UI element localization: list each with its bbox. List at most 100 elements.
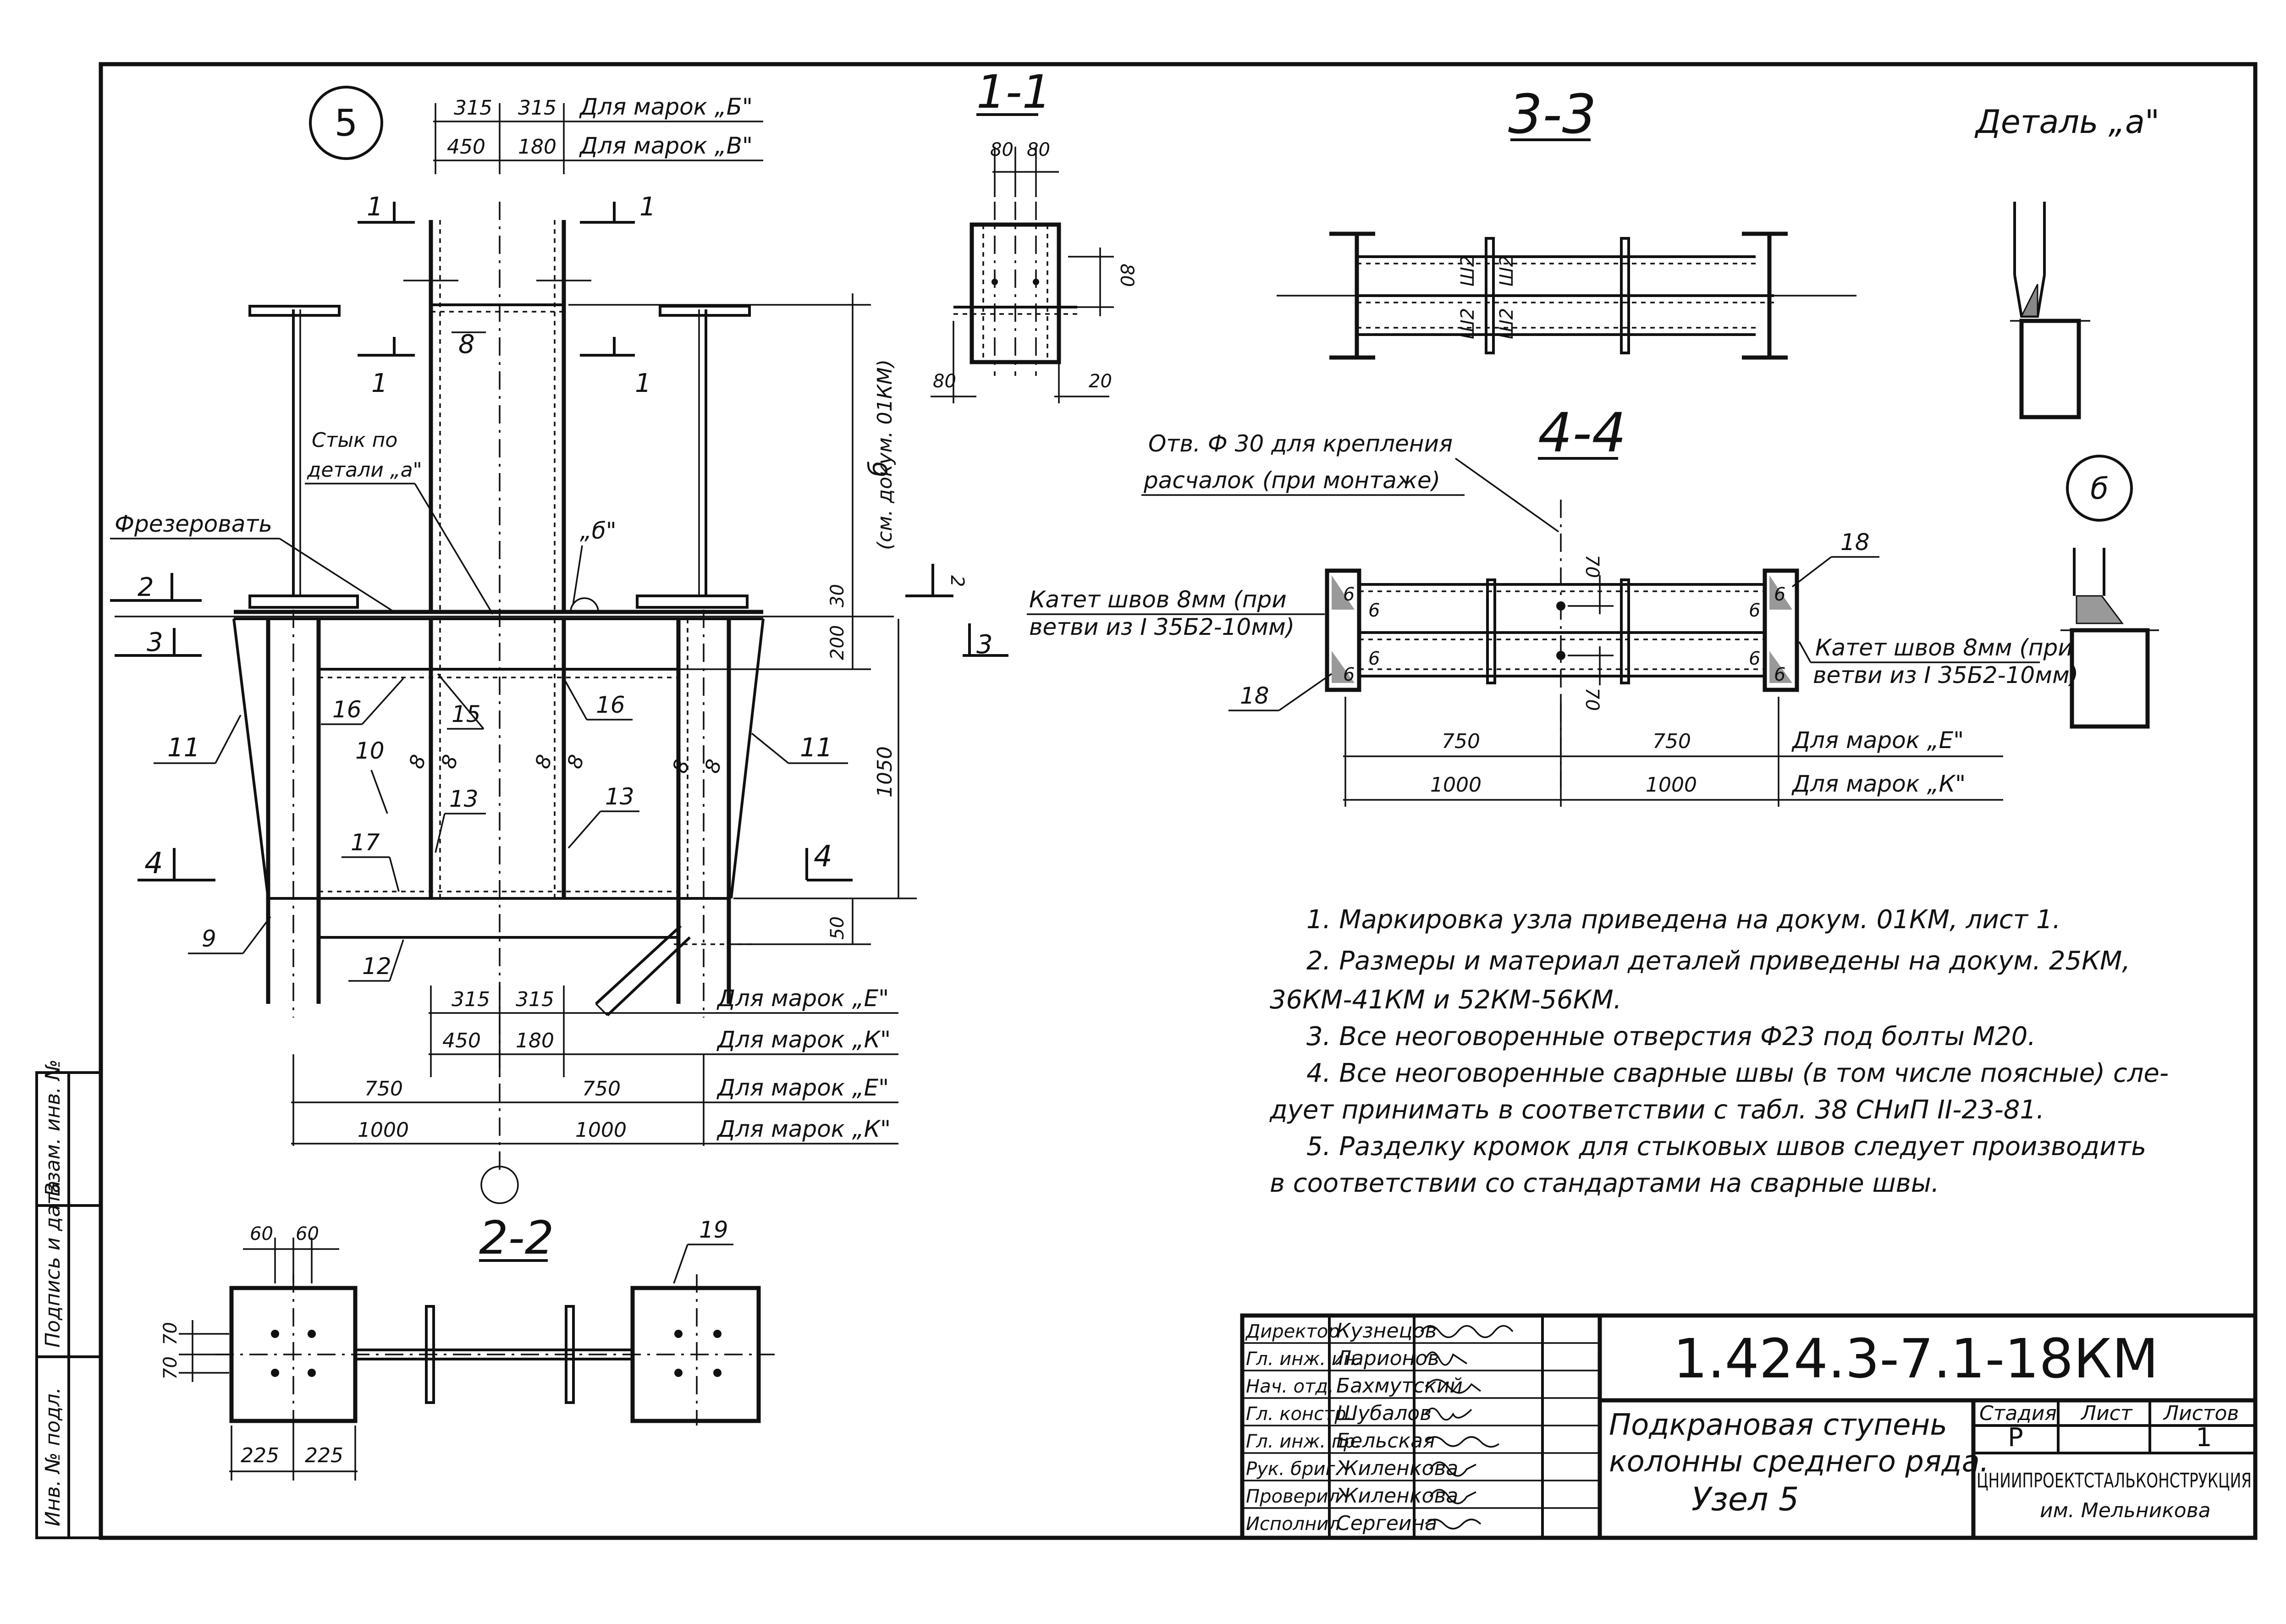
s44-weld-6d: 6 — [1749, 648, 1760, 669]
s22-dim-70b: 70 — [160, 1356, 181, 1380]
s33-weld-1: Ш2 — [1457, 255, 1478, 286]
dim-bot-k2-left: 1000 — [358, 1118, 409, 1142]
dim-bot-e-left: 315 — [452, 988, 490, 1011]
dim-50: 50 — [827, 916, 848, 940]
org-name: ЦНИИПРОЕКТСТАЛЬКОНСТРУКЦИЯ — [1977, 1469, 2252, 1492]
pos-11-right: 11 — [800, 733, 832, 763]
detail-b-ref: „б" — [580, 517, 617, 544]
s11-dim-side: 80 — [1116, 264, 1137, 287]
title-line-2: колонны среднего ряда. — [1609, 1445, 1989, 1479]
section-4-4-title: 4-4 — [1538, 401, 1626, 464]
note-1: 1. Маркировка узла приведена на докум. 0… — [1306, 905, 2060, 935]
s44-weld-6g: 6 — [1774, 584, 1785, 605]
sig-role-3: Нач. отд. — [1246, 1376, 1334, 1397]
s44-weld-6e: 6 — [1343, 584, 1355, 605]
hole-note-1: Отв. Ф 30 для крепления — [1148, 430, 1453, 457]
sheets-value: 1 — [2196, 1423, 2212, 1453]
s44-weld-6f: 6 — [1343, 664, 1355, 685]
pos-17: 17 — [351, 829, 380, 856]
weld-8-f: 8 — [700, 756, 727, 776]
sig-name-5: Бельская — [1336, 1429, 1435, 1453]
s11-dim-20-bottom: 20 — [1089, 371, 1112, 392]
section-3-3: 3-3 Ш2 Ш2 Ш2 Ш2 — [1277, 83, 1856, 360]
sheets-header: Листов — [2163, 1402, 2239, 1425]
pos-10: 10 — [355, 738, 385, 764]
s44-dim-70-top: 70 — [1581, 555, 1603, 578]
pos-16-left: 16 — [332, 696, 362, 723]
s22-dim-70a: 70 — [160, 1322, 181, 1345]
s44-weld-6h: 6 — [1774, 664, 1785, 685]
org-subtitle: им. Мельникова — [2040, 1499, 2211, 1522]
cut4-left: 4 — [144, 847, 163, 881]
cut3-right: 3 — [976, 630, 993, 660]
pos-11-left: 11 — [167, 733, 200, 763]
note-5: 5. Разделку кромок для стыковых швов сле… — [1306, 1132, 2146, 1162]
pos-8: 8 — [458, 330, 475, 359]
stamp-replace-label: Взам. инв. № — [41, 1059, 65, 1196]
sig-role-6: Рук. бриг. — [1246, 1459, 1341, 1480]
detail-number-circle — [309, 86, 383, 160]
dim-bot-k2-label: Для марок „К" — [716, 1116, 891, 1142]
dim-bot-e2-label: Для марок „Е" — [716, 1074, 889, 1101]
section-2-2-title: 2-2 — [479, 1211, 554, 1265]
s44-dim-row1-label: Для марок „Е" — [1791, 727, 1964, 754]
stamp-inv-label: Инв. № подл. — [41, 1387, 65, 1526]
s33-weld-2: Ш2 — [1496, 255, 1517, 286]
weld-right-1: Катет швов 8мм (при — [1815, 634, 2073, 661]
signature-1 — [1420, 1325, 1514, 1338]
s11-dim-80-bottom: 80 — [933, 371, 956, 392]
sig-name-1: Кузнецов — [1336, 1319, 1437, 1343]
cut1-right-bottom: 1 — [635, 369, 651, 398]
sig-name-3: Бахмутский — [1336, 1374, 1463, 1398]
cut1-left-bottom: 1 — [371, 369, 388, 398]
signature-8 — [1425, 1519, 1482, 1530]
section-2-2: 2-2 60 60 70 70 225 225 19 — [160, 1211, 775, 1481]
sig-name-7: Жиленкова — [1335, 1484, 1458, 1508]
sig-name-2: Ларионов — [1335, 1347, 1439, 1370]
dim-30: 30 — [827, 584, 848, 607]
joint-line1: Стык по — [312, 429, 397, 452]
detail-number: 5 — [335, 102, 358, 144]
dim-1050: 1050 — [873, 746, 897, 798]
s44-weld-6b: 6 — [1368, 648, 1380, 669]
pos-12: 12 — [362, 953, 391, 980]
cut4-right: 4 — [814, 840, 832, 874]
sig-role-2: Гл. инж. ин. — [1246, 1349, 1361, 1370]
stage-header: Стадия — [1979, 1402, 2057, 1425]
detail-b: б — [2060, 455, 2159, 729]
cut3-left: 3 — [147, 628, 163, 657]
mill-note: Фрезеровать — [115, 511, 272, 537]
note-2: 2. Размеры и материал деталей приведены … — [1306, 946, 2130, 976]
signature-3 — [1425, 1379, 1482, 1394]
sig-role-8: Исполнил — [1246, 1514, 1340, 1535]
s44-pos-18-bottom: 18 — [1240, 683, 1269, 709]
note-4: 4. Все неоговоренные сварные швы (в том … — [1306, 1058, 2169, 1088]
dim-bot-k2-right: 1000 — [575, 1118, 627, 1142]
dim-bot-e-label: Для марок „Е" — [716, 985, 889, 1012]
s11-dim-80b: 80 — [1027, 139, 1050, 160]
sheet-frame — [99, 62, 2258, 1540]
detail-b-circle-label: б — [2090, 472, 2108, 506]
note-4-cont: дует принимать в соответствии с табл. 38… — [1269, 1095, 2044, 1125]
pos-15: 15 — [452, 701, 481, 727]
s44-dim-1000-right: 1000 — [1646, 773, 1697, 797]
s44-dim-1000-left: 1000 — [1430, 773, 1482, 797]
dim-200: 200 — [827, 625, 848, 660]
cut1-left-top: 1 — [367, 192, 383, 222]
dim-top-b-label: Для марок „Б" — [579, 94, 753, 120]
sig-role-1: Директор — [1245, 1321, 1340, 1342]
weld-8-e: 8 — [668, 756, 694, 776]
signature-2 — [1425, 1351, 1467, 1366]
section-1-1: 1-1 80 80 80 80 20 — [931, 65, 1137, 403]
s44-weld-6c: 6 — [1749, 600, 1760, 621]
signature-7 — [1429, 1489, 1476, 1504]
dim-top-v-right: 180 — [518, 135, 556, 159]
pos-13-right: 13 — [605, 783, 634, 810]
sig-name-8: Сергеина — [1336, 1512, 1437, 1535]
sig-role-5: Гл. инж. пр. — [1246, 1431, 1361, 1452]
signature-4 — [1425, 1407, 1472, 1421]
signature-5 — [1425, 1436, 1500, 1448]
stage-value: Р — [2008, 1423, 2023, 1453]
